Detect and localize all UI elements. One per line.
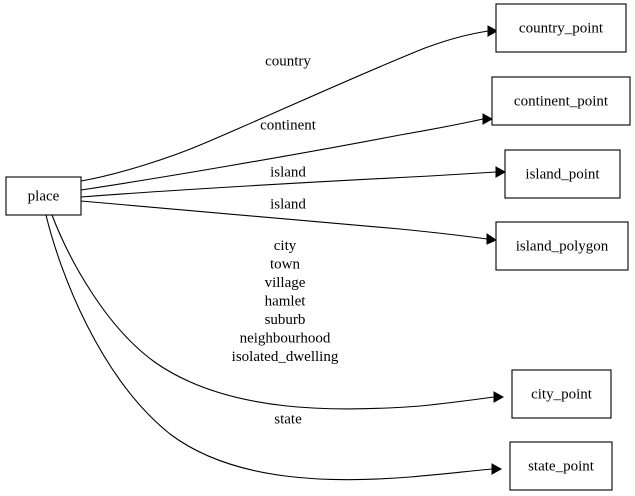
- node-box: [504, 149, 621, 199]
- edge-label-text: continent: [260, 117, 317, 133]
- node-place[interactable]: place: [5, 176, 82, 216]
- node-box: [495, 3, 627, 53]
- edges-layer: [45, 25, 507, 481]
- node-label: country_point: [519, 20, 604, 36]
- node-box: [5, 176, 82, 216]
- edge-place-to-state_point: [45, 214, 503, 481]
- edge-label-text: island: [270, 196, 306, 212]
- node-label: continent_point: [514, 93, 609, 109]
- edge-label-text: city: [274, 238, 297, 254]
- node-box: [491, 76, 631, 126]
- edge-label-place-to-city_point: city town village hamlet suburb neighbourhood…: [232, 238, 339, 365]
- node-box: [511, 369, 612, 419]
- edge-label-text: neighbourhood: [240, 330, 331, 346]
- arrowhead-icon: [493, 391, 505, 403]
- arrowhead-icon: [482, 113, 494, 125]
- node-continent_point[interactable]: continent_point: [491, 76, 631, 126]
- edge-line: [80, 30, 489, 182]
- edge-label-place-to-island_point: island: [270, 164, 306, 180]
- edge-label-place-to-continent_point: continent: [260, 117, 317, 133]
- edge-place-to-city_point: [51, 214, 505, 410]
- edge-line: [80, 171, 497, 198]
- edge-label-text: town: [270, 256, 301, 272]
- node-box: [495, 221, 629, 271]
- edge-label-text: village: [265, 275, 306, 291]
- node-state_point[interactable]: state_point: [509, 441, 613, 491]
- edge-line: [80, 118, 484, 191]
- edge-place-to-island_polygon: [80, 200, 498, 245]
- nodes-layer: place country_point continent_point island_…: [5, 3, 631, 491]
- node-country_point[interactable]: country_point: [495, 3, 627, 53]
- edge-place-to-continent_point: [80, 113, 494, 191]
- edge-line: [80, 200, 488, 240]
- edge-label-text: suburb: [265, 312, 306, 328]
- edge-line: [45, 214, 493, 481]
- edge-label-text: isolated_dwelling: [232, 349, 339, 365]
- edge-line: [51, 214, 495, 410]
- arrowhead-icon: [495, 166, 507, 178]
- edge-label-text: hamlet: [265, 293, 307, 309]
- node-label: state_point: [528, 458, 595, 474]
- edge-label-place-to-state_point: state: [274, 411, 302, 427]
- edge-label-text: island: [270, 164, 306, 180]
- arrowhead-icon: [491, 463, 503, 475]
- node-island_polygon[interactable]: island_polygon: [495, 221, 629, 271]
- node-label: island_point: [525, 166, 600, 182]
- edge-label-text: country: [265, 53, 311, 69]
- edge-label-text: state: [274, 411, 302, 427]
- edge-place-to-island_point: [80, 166, 507, 198]
- node-city_point[interactable]: city_point: [511, 369, 612, 419]
- node-label: place: [28, 188, 60, 204]
- node-label: city_point: [531, 386, 593, 402]
- edge-labels-layer: country continent island island city town vill…: [232, 53, 339, 427]
- node-island_point[interactable]: island_point: [504, 149, 621, 199]
- arrowhead-icon: [486, 233, 498, 245]
- edge-label-place-to-country_point: country: [265, 53, 311, 69]
- node-label: island_polygon: [516, 238, 609, 254]
- arrowhead-icon: [487, 25, 499, 37]
- edge-label-place-to-island_polygon: island: [270, 196, 306, 212]
- edge-place-to-country_point: [80, 25, 499, 182]
- node-box: [509, 441, 613, 491]
